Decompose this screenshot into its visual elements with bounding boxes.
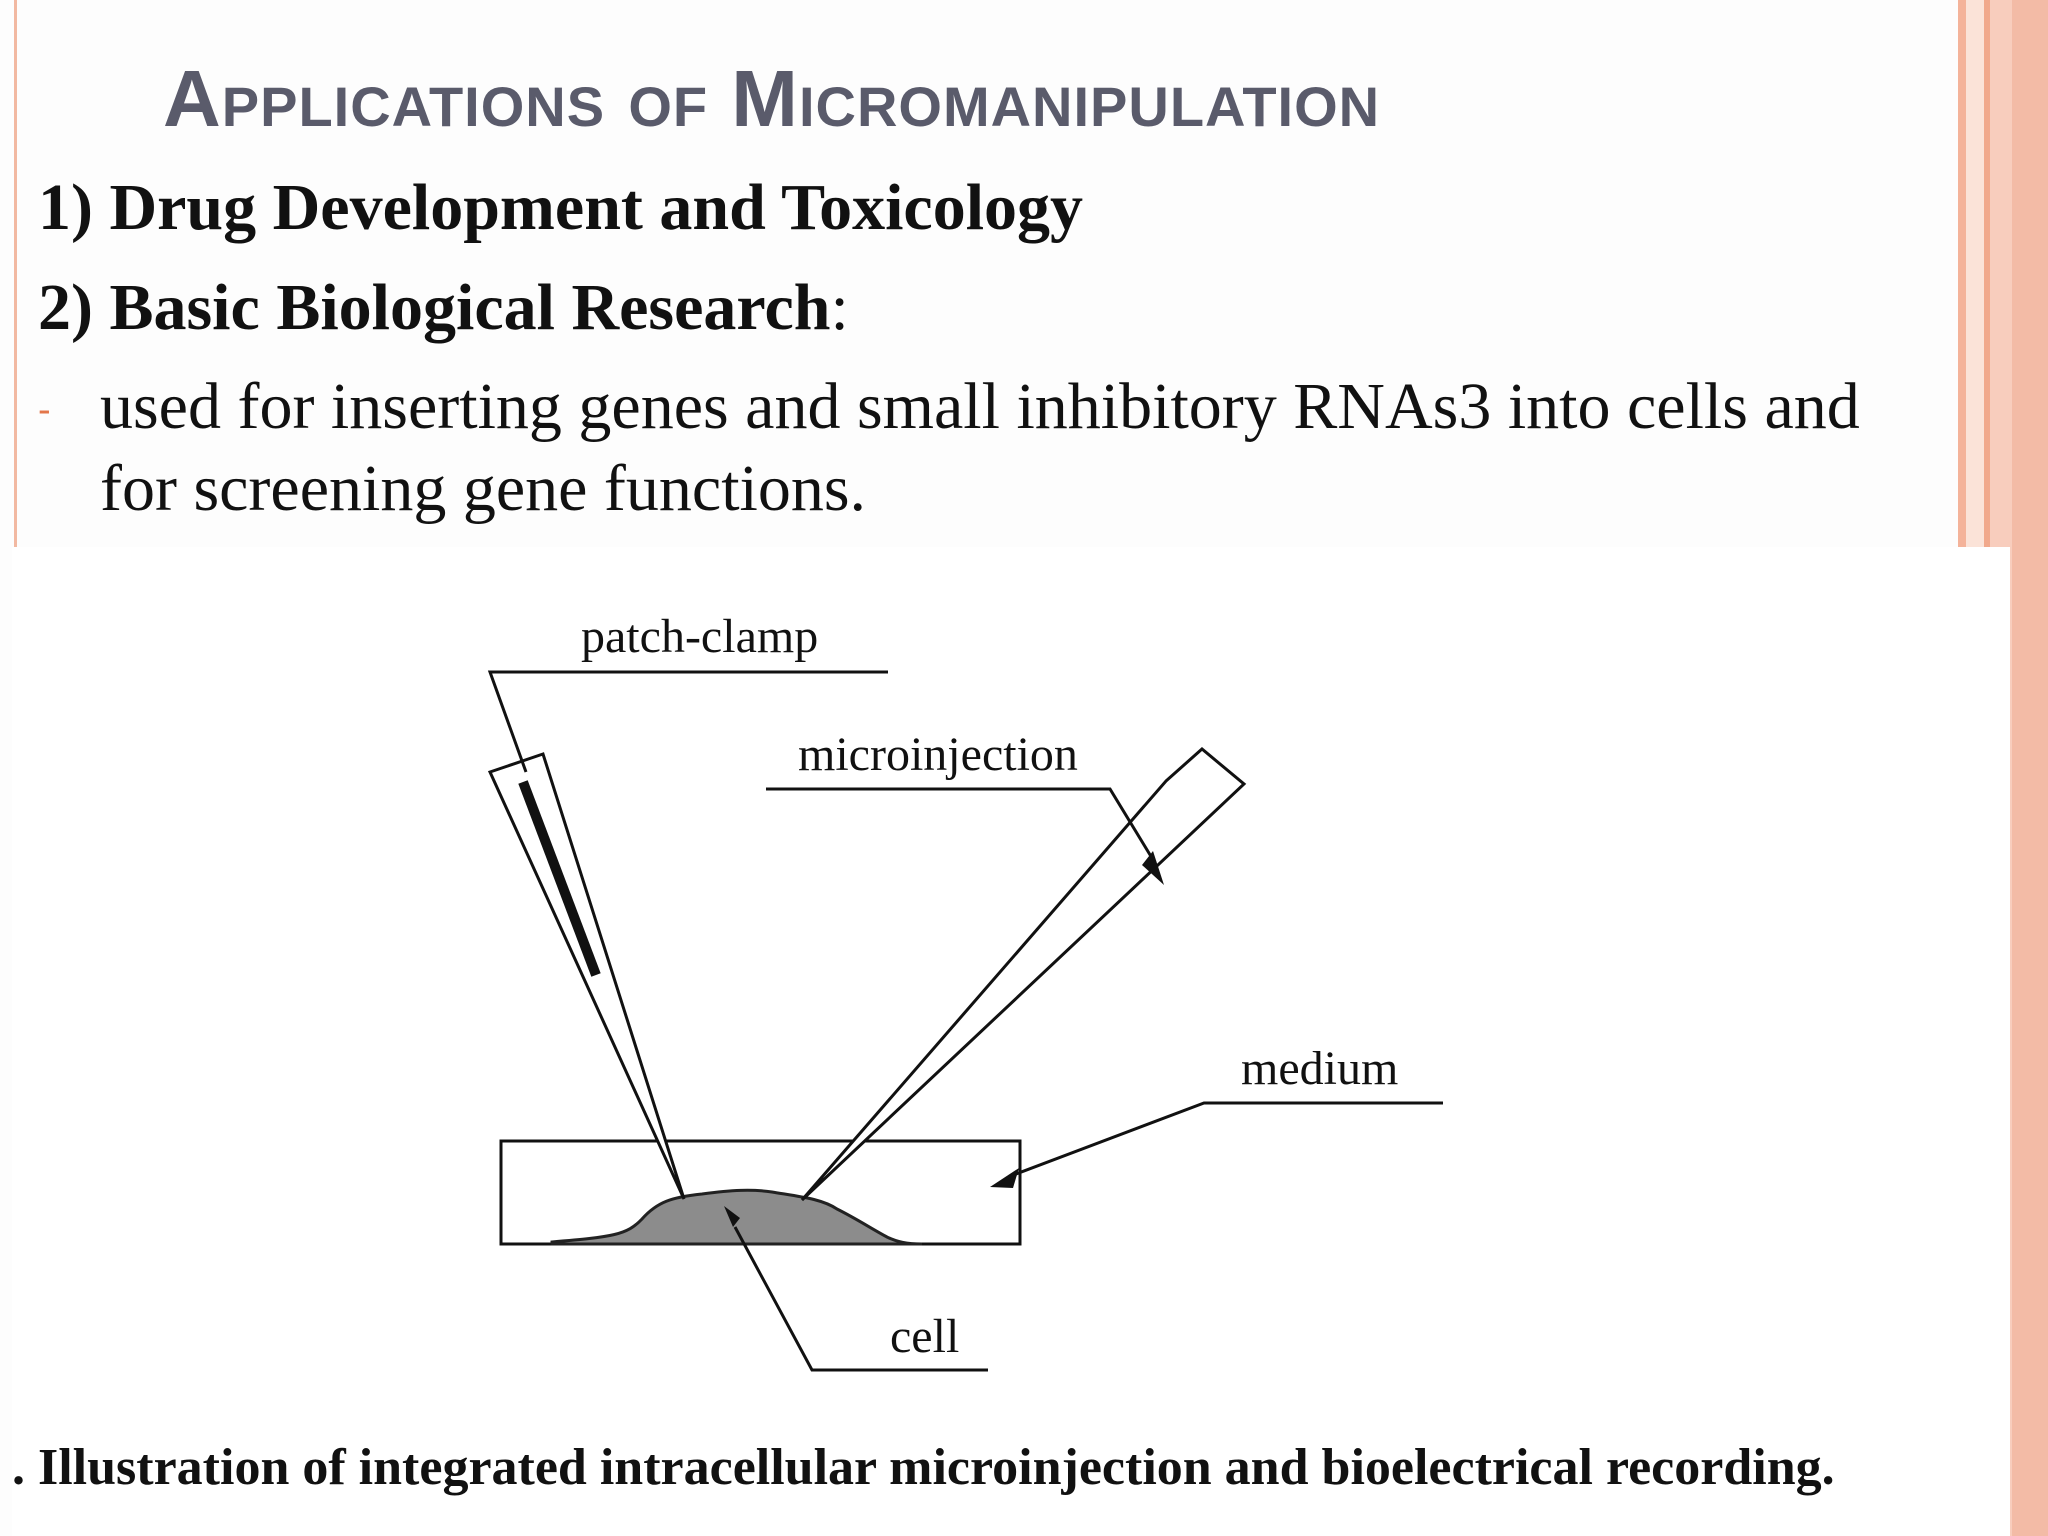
label-microinjection: microinjection (798, 728, 1078, 781)
patch-clamp-leader (487, 670, 888, 773)
heading-colon: : (830, 271, 849, 344)
heading-basic-research-text: 2) Basic Biological Research (38, 271, 831, 344)
label-patch-clamp: patch-clamp (581, 610, 819, 663)
slide-title: Applications of Micromanipulation (163, 44, 1380, 154)
label-medium: medium (1241, 1042, 1399, 1095)
microinjection-leader (766, 787, 1157, 864)
title-text: Applications of Micromanipulation (163, 54, 1381, 143)
bullet-text: used for inserting genes and small inhib… (100, 370, 1860, 525)
medium-arrowhead (990, 1168, 1019, 1188)
micromanipulation-diagram (487, 670, 1443, 1372)
patch-clamp-electrode (518, 780, 601, 977)
right-decorative-band (2012, 0, 2048, 1536)
cell-leader (733, 1226, 988, 1372)
patch-clamp-pipette (487, 752, 686, 1200)
microinjection-pipette (800, 747, 1247, 1202)
heading-basic-research: 2) Basic Biological Research: (38, 268, 849, 348)
cell-arrowhead (724, 1206, 740, 1227)
microinjection-arrowhead (1142, 851, 1164, 885)
figure-caption: . Illustration of integrated intracellul… (12, 1439, 1835, 1496)
bullet-marker: - (38, 389, 51, 431)
label-cell: cell (890, 1310, 960, 1363)
heading-drug-development: 1) Drug Development and Toxicology (38, 171, 1084, 244)
medium-leader (1007, 1101, 1443, 1179)
figure-panel: patch-clamp microinjection medium cell (12, 547, 2010, 1536)
